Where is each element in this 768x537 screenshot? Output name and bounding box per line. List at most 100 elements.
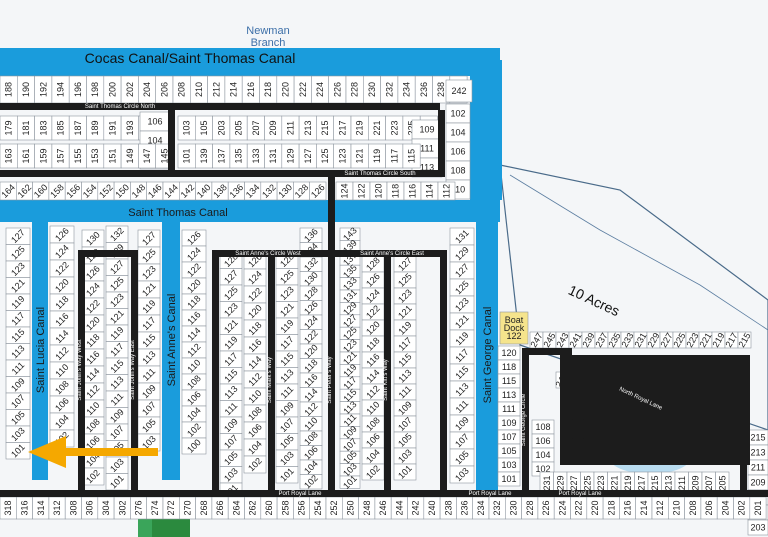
lot-col-b[interactable]: 108 <box>49 379 75 397</box>
lot-col-d[interactable]: 125 <box>105 275 129 293</box>
lot-st-george-col-left[interactable]: 120 <box>497 345 521 361</box>
lot-court-pair-a[interactable]: 106 <box>139 111 171 132</box>
lot-far-right[interactable]: 213 <box>747 444 768 461</box>
lot-diag-row-upper[interactable]: 215 <box>736 331 752 349</box>
lot-south-inner-row[interactable]: 157 <box>51 143 70 169</box>
lot-st-george-col-mid[interactable]: 106 <box>531 433 555 449</box>
lot-far-right[interactable]: 215 <box>747 429 768 446</box>
lot-col-e[interactable]: 115 <box>137 331 161 350</box>
lot-col-a[interactable]: 113 <box>5 343 31 360</box>
lot-bottom-row[interactable]: 226 <box>537 496 555 520</box>
lot-col-h[interactable]: 124 <box>243 269 267 287</box>
lot-col-a[interactable]: 109 <box>5 376 31 394</box>
lot-col-k[interactable]: 119 <box>339 362 361 379</box>
lot-south-inner-row[interactable]: 155 <box>68 143 87 169</box>
lot-south-of-road-row[interactable]: 116 <box>403 181 422 201</box>
lot-south-inner-row-b[interactable]: 125 <box>316 143 334 169</box>
lot-east-column[interactable]: 108 <box>445 160 471 181</box>
lot-col-f[interactable]: 122 <box>181 261 207 279</box>
lot-col-m[interactable]: 117 <box>393 335 417 353</box>
lot-col-g[interactable]: 103 <box>219 466 243 484</box>
lot-col-b[interactable]: 120 <box>49 277 75 295</box>
lot-south-inner-row-b[interactable]: 133 <box>246 143 265 169</box>
lot-col-c[interactable]: 126 <box>81 264 105 282</box>
lot-col-i[interactable]: 123 <box>275 284 299 302</box>
lot-bottom-of-north[interactable]: 142 <box>179 181 197 201</box>
lot-south-inner-row[interactable]: 147 <box>138 143 156 169</box>
lot-col-b[interactable]: 126 <box>49 226 75 244</box>
lot-diag-row-upper[interactable]: 239 <box>580 331 596 349</box>
lot-bottom-of-north[interactable]: 136 <box>228 181 246 201</box>
lot-col-a[interactable]: 111 <box>5 359 31 377</box>
lot-diag-row-upper[interactable]: 233 <box>619 331 635 349</box>
lot-col-c[interactable]: 114 <box>81 365 105 384</box>
lot-col-j[interactable]: 136 <box>299 226 323 244</box>
lot-col-k[interactable]: 133 <box>339 275 361 293</box>
lot-north-inner-row-b[interactable]: 103 <box>177 115 196 141</box>
lot-col-n[interactable]: 109 <box>449 415 475 433</box>
lot-col-b[interactable]: 104 <box>49 413 75 431</box>
lot-north-inner-row[interactable]: 193 <box>120 115 139 141</box>
lot-col-d[interactable]: 109 <box>105 407 129 425</box>
lot-top-row[interactable]: 218 <box>259 75 278 104</box>
lot-col-a[interactable]: 117 <box>5 310 31 327</box>
lot-col-a[interactable]: 107 <box>5 392 31 410</box>
lot-col-n[interactable]: 107 <box>449 432 475 450</box>
lot-north-inner-row-b[interactable]: 219 <box>350 115 369 141</box>
lot-col-i[interactable]: 109 <box>275 400 299 418</box>
lot-bottom-row[interactable]: 224 <box>553 496 571 520</box>
lot-top-row[interactable]: 204 <box>138 75 156 104</box>
lot-bottom-row[interactable]: 274 <box>146 496 164 520</box>
lot-diag-row-upper[interactable]: 241 <box>567 331 583 349</box>
lot-col-d[interactable]: 132 <box>105 225 129 243</box>
lot-top-row[interactable]: 202 <box>120 75 139 104</box>
lot-col-m[interactable]: 107 <box>393 415 417 433</box>
lot-col-k[interactable]: 125 <box>339 325 361 343</box>
lot-top-row[interactable]: 230 <box>362 75 381 104</box>
lot-north-inner-row[interactable]: 185 <box>51 115 70 141</box>
lot-col-g[interactable]: 117 <box>219 351 243 368</box>
lot-col-l[interactable]: 116 <box>361 351 385 369</box>
lot-col-e[interactable]: 109 <box>137 383 161 401</box>
lot-south-of-road-row[interactable]: 118 <box>386 181 405 201</box>
lot-col-k[interactable]: 111 <box>339 412 361 429</box>
lot-north-inner-row[interactable]: 181 <box>16 115 35 141</box>
lot-bottom-of-north[interactable]: 152 <box>97 181 115 201</box>
lot-col-j[interactable]: 114 <box>299 386 323 403</box>
lot-bottom-row[interactable]: 260 <box>260 496 278 520</box>
lot-col-j[interactable]: 132 <box>299 255 323 273</box>
lot-bottom-row[interactable]: 216 <box>619 496 637 520</box>
lot-bottom-row[interactable]: 304 <box>97 496 115 520</box>
lot-bottom-row[interactable]: 201 <box>749 496 767 520</box>
lot-south-inner-row[interactable]: 163 <box>0 143 18 169</box>
lot-col-m[interactable]: 111 <box>393 384 417 401</box>
lot-diag-row-upper[interactable]: 221 <box>697 331 713 349</box>
lot-south-inner-row[interactable]: 159 <box>34 143 53 169</box>
lot-col-j[interactable]: 108 <box>299 429 323 447</box>
lot-col-e[interactable]: 111 <box>137 365 161 384</box>
lot-bottom-row[interactable]: 246 <box>374 496 392 520</box>
lot-south-inner-row[interactable]: 151 <box>103 143 122 169</box>
lot-col-b[interactable]: 112 <box>49 344 75 363</box>
lot-col-c[interactable]: 112 <box>81 382 105 401</box>
lot-south-inner-row-b[interactable]: 119 <box>367 143 386 169</box>
lot-bottom-row[interactable]: 204 <box>716 496 734 520</box>
lot-st-george-col-left[interactable]: 118 <box>497 359 521 375</box>
lot-st-george-col-left[interactable]: 109 <box>497 415 521 431</box>
lot-north-inner-row-b[interactable]: 213 <box>298 115 317 141</box>
lot-north-inner-row[interactable]: 183 <box>34 115 53 141</box>
lot-col-l[interactable]: 122 <box>361 303 385 321</box>
lot-north-inner-row-b[interactable]: 209 <box>264 115 283 141</box>
lot-south-inner-row-b[interactable]: 117 <box>385 143 404 169</box>
lot-col-k[interactable]: 123 <box>339 337 361 355</box>
lot-col-i[interactable]: 111 <box>275 383 299 401</box>
lot-col-j[interactable]: 126 <box>299 299 323 317</box>
lot-top-row[interactable]: 234 <box>397 75 416 104</box>
lot-top-row[interactable]: 220 <box>276 75 295 104</box>
lot-col-n[interactable]: 117 <box>449 346 475 365</box>
lot-st-george-col-left[interactable]: 115 <box>497 373 521 389</box>
lot-diag-row-upper[interactable]: 217 <box>723 331 739 349</box>
lot-col-a[interactable]: 115 <box>5 327 31 344</box>
lot-south-inner-row-b[interactable]: 137 <box>212 143 231 169</box>
lot-col-a[interactable]: 101 <box>5 442 31 460</box>
